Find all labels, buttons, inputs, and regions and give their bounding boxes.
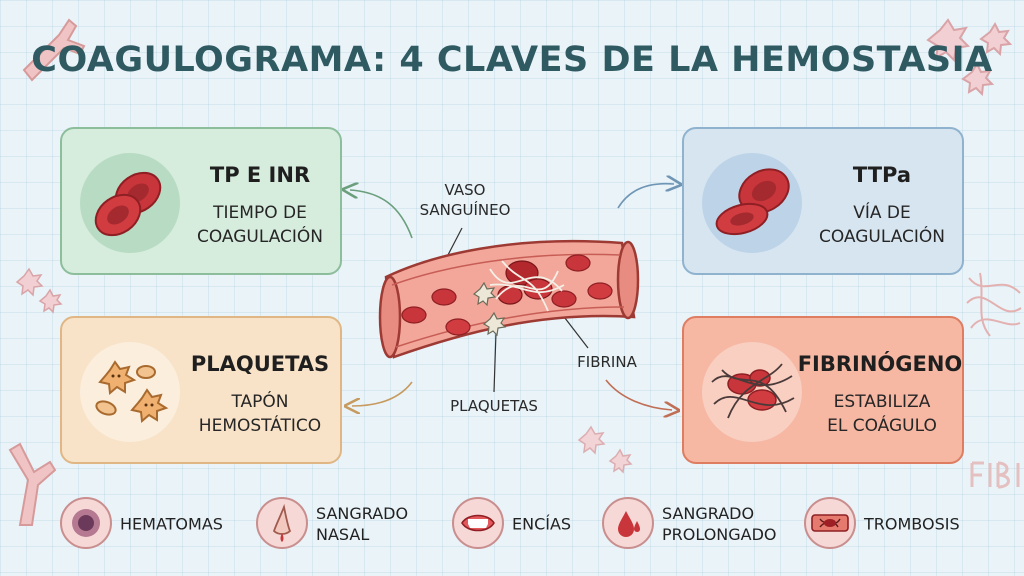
- decorative-platelets-topright-icon: [926, 18, 1013, 97]
- symptom-hematomas-label: HEMATOMAS: [120, 514, 223, 534]
- platelets-icon: [80, 342, 180, 442]
- card-tp-heading: TP E INR: [209, 163, 311, 187]
- decorative-fibrin-right-icon: [966, 272, 1022, 337]
- card-plaquetas: PLAQUETAS TAPÓN HEMOSTÁTICO: [60, 316, 342, 464]
- red-blood-cells-icon: [702, 153, 802, 253]
- gums-icon: [452, 497, 504, 549]
- symptom-trombosis: TROMBOSIS: [804, 497, 974, 551]
- label-vaso-line2: SANGUÍNEO: [419, 201, 511, 219]
- symptom-sangrado-nasal-label: SANGRADO NASAL: [316, 504, 409, 544]
- card-tp-sub2: COAGULACIÓN: [196, 227, 324, 247]
- decorative-platelets-bottom-icon: [577, 425, 633, 474]
- symptom-encias: ENCÍAS: [452, 497, 582, 551]
- nose-bleed-icon: [256, 497, 308, 549]
- decorative-vessel-topleft-icon: [22, 18, 86, 82]
- label-vaso-line1: VASO: [444, 181, 486, 199]
- leader-plaquetas: [493, 331, 497, 393]
- thrombus-vessel-icon: [804, 497, 856, 549]
- card-plaquetas-sub1: TAPÓN: [231, 392, 289, 412]
- card-plaquetas-sub2: HEMOSTÁTICO: [198, 416, 322, 436]
- card-tp-inr: TP E INR TIEMPO DE COAGULACIÓN: [60, 127, 342, 275]
- card-fibrinogeno-sub2: EL COÁGULO: [827, 416, 937, 436]
- card-ttpa: TTPa VÍA DE COAGULACIÓN: [682, 127, 964, 275]
- blood-drop-icon: [602, 497, 654, 549]
- symptom-trombosis-label: TROMBOSIS: [864, 514, 960, 534]
- arrow-to-fibrinogeno: [605, 379, 672, 410]
- decorative-fibrin-watermark-icon: [970, 461, 1020, 489]
- card-ttpa-sub1: VÍA DE: [853, 203, 911, 223]
- label-plaquetas: PLAQUETAS: [450, 397, 538, 415]
- card-ttpa-sub2: COAGULACIÓN: [818, 227, 946, 247]
- arrow-to-tp: [350, 190, 413, 239]
- arrow-to-plaquetas: [352, 381, 413, 406]
- label-fibrina: FIBRINA: [577, 353, 637, 371]
- fibrin-clot-icon: [702, 342, 802, 442]
- red-blood-cells-icon: [80, 153, 180, 253]
- symptom-sangrado-nasal: SANGRADO NASAL: [256, 497, 426, 551]
- page-title: COAGULOGRAMA: 4 CLAVES DE LA HEMOSTASIA: [31, 40, 993, 80]
- symptom-sangrado-prolongado: SANGRADO PROLONGADO: [602, 497, 792, 551]
- card-fibrinogeno: FIBRINÓGENO ESTABILIZA EL COÁGULO: [682, 316, 964, 464]
- decorative-vessel-bottomleft-icon: [8, 442, 57, 526]
- symptom-sangrado-prolongado-label: SANGRADO PROLONGADO: [662, 504, 777, 544]
- card-plaquetas-heading: PLAQUETAS: [190, 352, 330, 376]
- blood-vessel-illustration: [378, 240, 640, 359]
- symptom-encias-label: ENCÍAS: [512, 514, 572, 534]
- decorative-platelets-left-icon: [15, 267, 63, 314]
- card-ttpa-heading: TTPa: [852, 163, 912, 187]
- card-tp-sub1: TIEMPO DE: [213, 203, 307, 223]
- card-fibrinogeno-sub1: ESTABILIZA: [833, 392, 931, 412]
- card-fibrinogeno-heading: FIBRINÓGENO: [797, 352, 963, 376]
- symptom-hematomas: HEMATOMAS: [60, 497, 240, 551]
- bruise-icon: [60, 497, 112, 549]
- arrow-to-ttpa: [617, 184, 674, 209]
